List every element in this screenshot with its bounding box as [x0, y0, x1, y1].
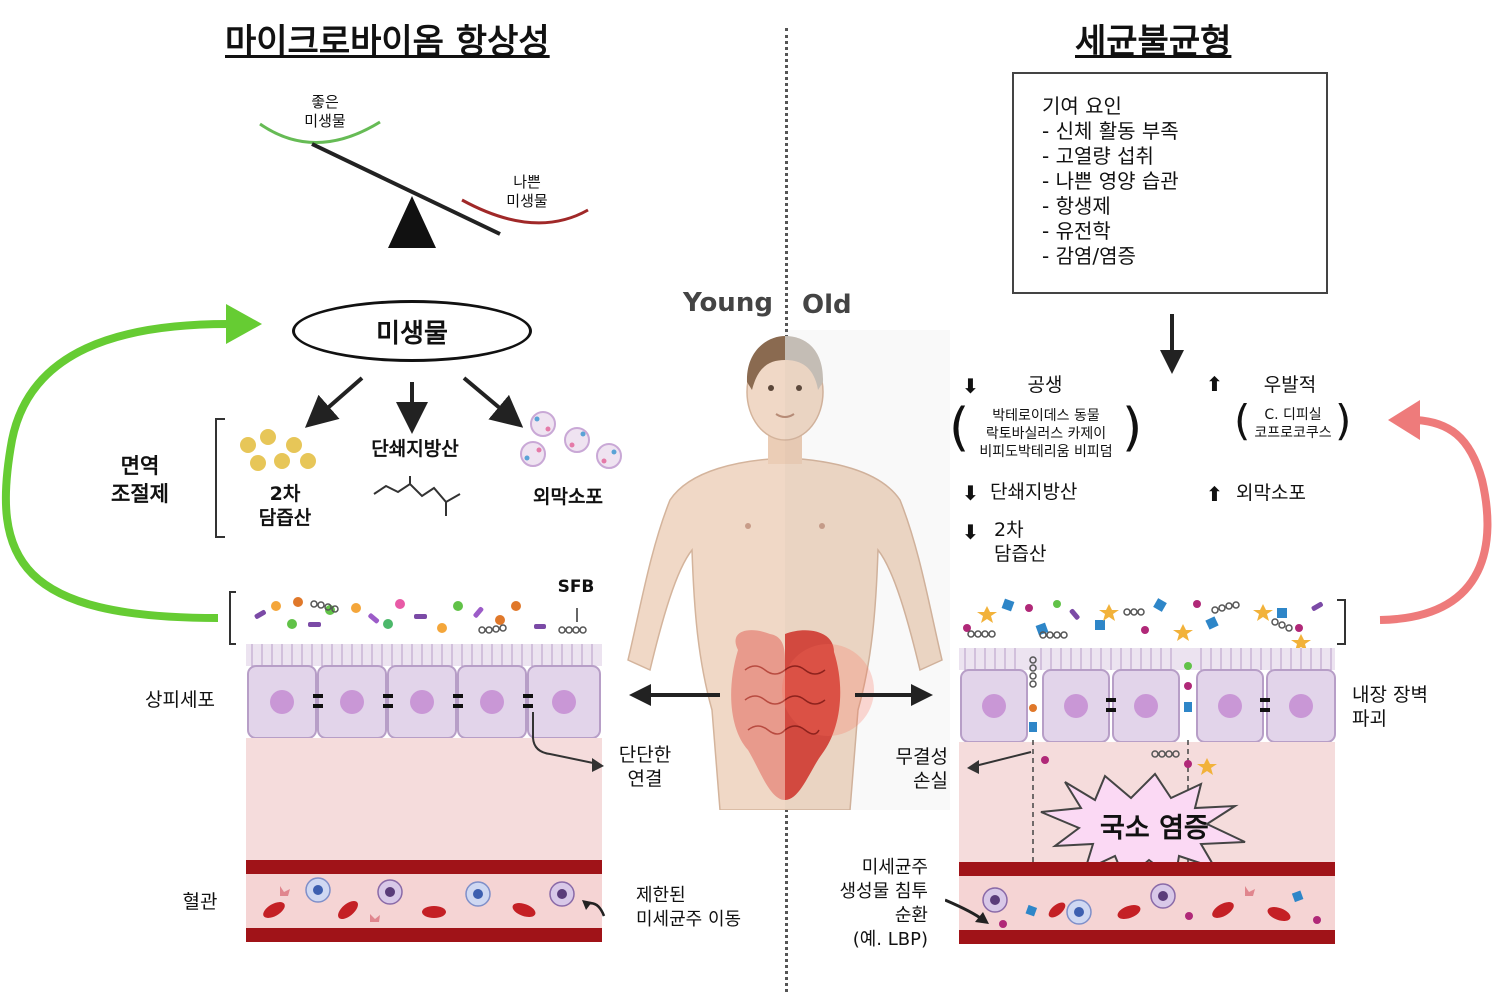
balance-scale	[259, 120, 589, 248]
microbes-oval-label: 미생물	[376, 318, 448, 349]
symbiont-paren-right: )	[1122, 398, 1143, 458]
factor-item: - 감염/염증	[1042, 244, 1136, 268]
local-inflammation-label: 국소 염증	[1100, 813, 1209, 844]
factors-title: 기여 요인	[1042, 94, 1122, 118]
symbiont-down-icon: ⬇	[962, 374, 979, 398]
immune-bracket	[215, 418, 225, 538]
bad-microbe-curve	[461, 198, 589, 225]
pathobiont-label: 우발적	[1263, 374, 1317, 396]
bile-down-icon: ⬇	[962, 520, 979, 544]
contributing-factors-box: 기여 요인 - 신체 활동 부족 - 고열량 섭취 - 나쁜 영양 습관 - 항…	[1012, 72, 1328, 294]
pathobiont-up-icon: ⬆	[1206, 372, 1223, 396]
dysbiotic-gut-tissue	[945, 598, 1346, 944]
healthy-gut-tissue	[229, 591, 606, 942]
scfa-label: 단쇄지방산	[371, 438, 459, 460]
old-label: Old	[802, 290, 852, 320]
omv-icon	[520, 411, 622, 469]
microbes-oval: 미생물	[292, 300, 532, 362]
factor-item: - 유전학	[1042, 219, 1111, 243]
center-arrows	[629, 684, 933, 706]
vessel-label: 혈관	[182, 891, 218, 913]
omv-label: 외막소포	[533, 486, 603, 508]
factor-item: - 고열량 섭취	[1042, 144, 1154, 168]
pathobiont-paren-right: )	[1335, 396, 1352, 445]
scfa-down-label: 단쇄지방산	[990, 481, 1078, 503]
pink-feedback-arrow	[1379, 400, 1492, 624]
right-title: 세균불균형	[1075, 22, 1232, 62]
fulcrum	[388, 196, 436, 248]
oval-arrows	[304, 376, 524, 434]
sfb-label: SFB	[557, 577, 595, 597]
pathobiont-paren-left: (	[1234, 396, 1251, 445]
epithelium-label: 상피세포	[145, 689, 215, 711]
factors-down-arrow	[1160, 314, 1184, 374]
factor-item: - 신체 활동 부족	[1042, 119, 1179, 143]
green-feedback-arrow	[1, 304, 262, 622]
omv-up-label: 외막소포	[1236, 482, 1306, 504]
left-title: 마이크로바이옴 항상성	[225, 22, 550, 62]
scfa-down-icon: ⬇	[962, 481, 979, 505]
good-microbe-curve	[259, 120, 381, 144]
factor-item: - 항생제	[1042, 194, 1111, 218]
young-label: Young	[683, 288, 773, 318]
bile-acid-icon	[240, 429, 316, 471]
omv-up-icon: ⬆	[1206, 482, 1223, 506]
scfa-molecule-icon	[373, 476, 461, 516]
symbiont-label: 공생	[1027, 374, 1063, 396]
symbiont-paren-left: (	[949, 398, 970, 458]
human-figure	[627, 330, 950, 810]
balance-beam	[311, 142, 501, 236]
factor-item: - 나쁜 영양 습관	[1042, 169, 1179, 193]
